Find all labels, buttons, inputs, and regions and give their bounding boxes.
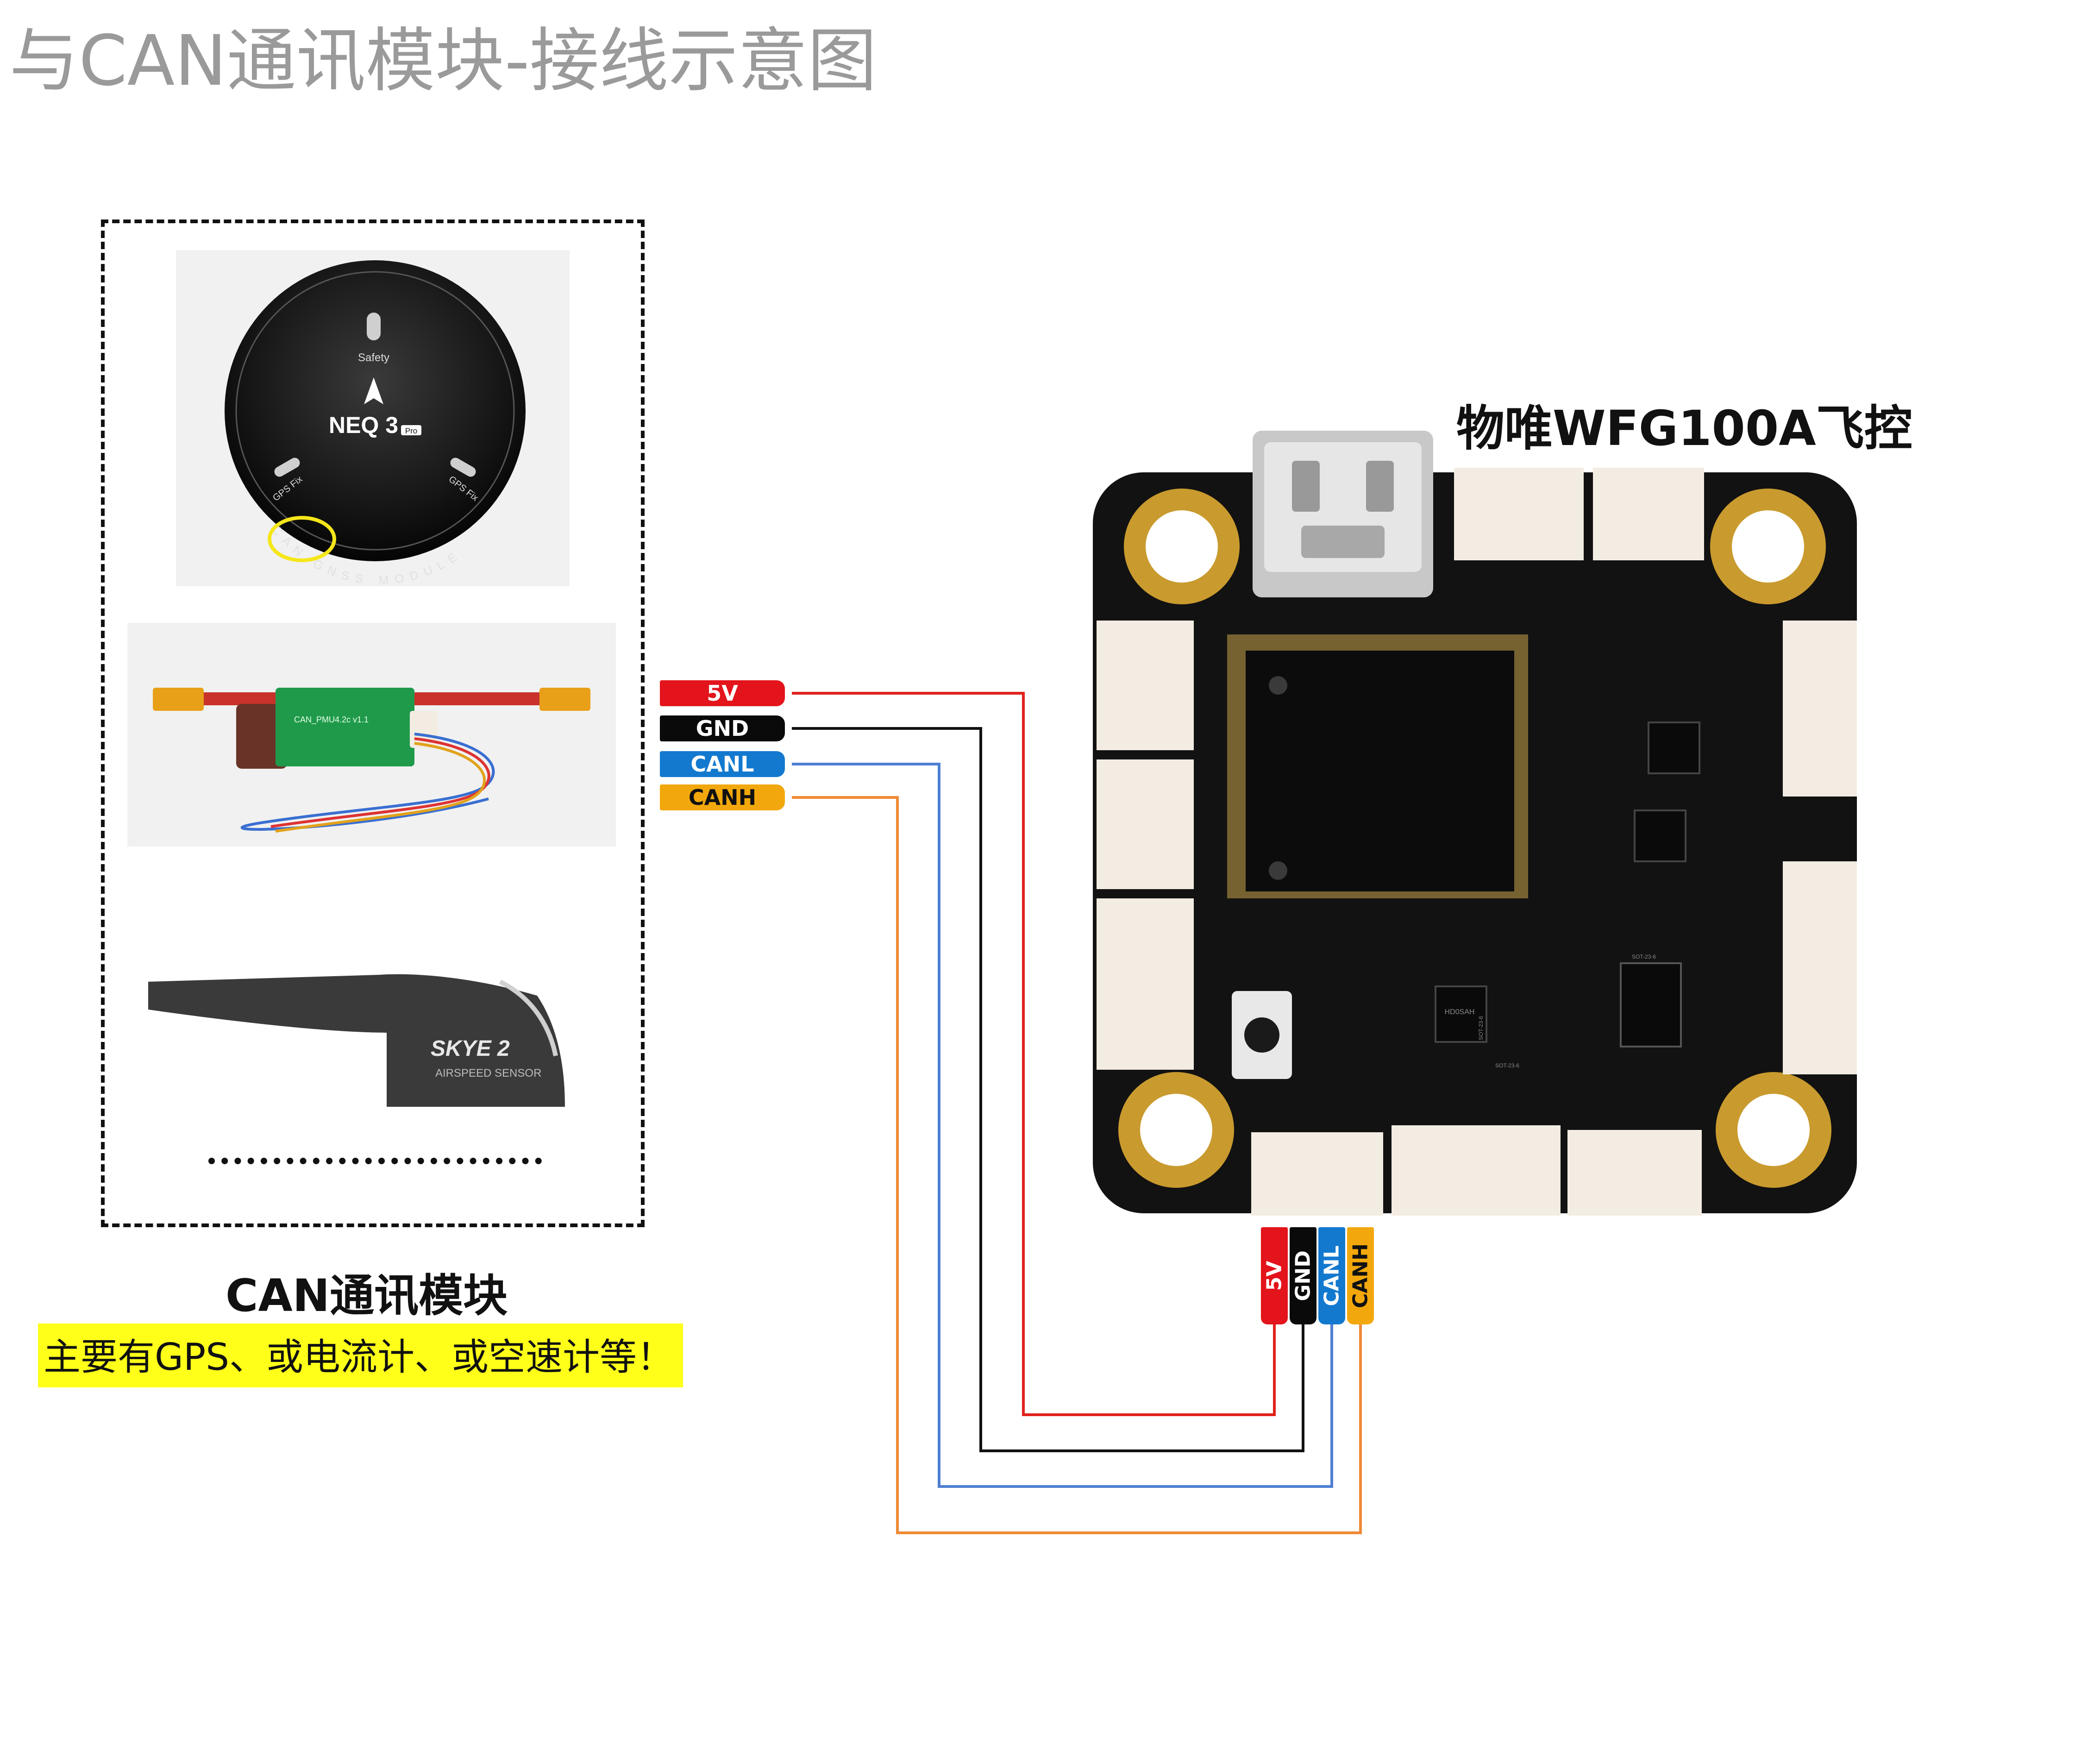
- tag-canl: CANL: [660, 751, 785, 777]
- connector-top-1: [1454, 468, 1584, 560]
- mount-hole-tr: [1710, 489, 1826, 604]
- more-modules-ellipsis: [208, 1158, 542, 1173]
- airspeed-body: [148, 974, 565, 1107]
- module-caption: CAN通讯模块: [226, 1270, 508, 1322]
- vtag-canl: CANL: [1318, 1227, 1345, 1324]
- tag-gnd: GND: [660, 715, 785, 741]
- connector-right-2: [1783, 861, 1857, 1074]
- imu-chip: [1648, 721, 1700, 774]
- safety-led: [367, 313, 381, 340]
- can-module-box: [101, 220, 645, 1227]
- connector-right-1: [1783, 621, 1857, 797]
- vtag-canh: CANH: [1347, 1227, 1374, 1324]
- gps-name-suffix: Pro: [405, 427, 417, 435]
- flight-controller-board: HD0SAH SOT-23-6 SOT-23-6 SOT-23-6: [1093, 431, 1857, 1216]
- connector-bottom-3: [1567, 1130, 1702, 1216]
- mount-hole-tl: [1124, 489, 1240, 604]
- airspeed-subtitle: AIRSPEED SENSOR: [435, 1067, 541, 1079]
- power-module-photo: CAN_PMU4.2c v1.1: [127, 623, 616, 847]
- connector-left-1: [1097, 621, 1194, 750]
- mount-hole-bl: [1118, 1072, 1234, 1188]
- mount-hole-br: [1716, 1072, 1831, 1188]
- connector-bottom-2: [1392, 1125, 1561, 1216]
- tag-5v: 5V: [660, 680, 785, 706]
- airspeed-sensor-photo: SKYE 2 AIRSPEED SENSOR: [139, 949, 602, 1116]
- airspeed-drawing: SKYE 2 AIRSPEED SENSOR: [148, 974, 565, 1107]
- gps-puck-drawing: Safety NEQ 3 Pro GPS Fix GPS Fix CAN GNS…: [225, 260, 526, 587]
- wire-5v: [792, 692, 1276, 1416]
- gps-puck: [225, 260, 526, 561]
- power-module-drawing: CAN_PMU4.2c v1.1: [153, 688, 590, 833]
- connector-top-2: [1593, 468, 1704, 560]
- capacitor: [236, 704, 287, 769]
- connector-left-3: [1097, 898, 1194, 1070]
- reset-button: [1232, 991, 1292, 1079]
- power-pcb: [276, 688, 414, 766]
- xt-connector-left: [153, 688, 204, 711]
- wire-gnd: [792, 727, 1304, 1452]
- hd-chip: [1435, 985, 1487, 1043]
- gps-fix-led-left: [274, 458, 300, 477]
- mcu-chip: [1227, 634, 1528, 898]
- connector-bottom-can: [1251, 1132, 1383, 1216]
- connector-left-2: [1097, 759, 1194, 889]
- vtag-5v: 5V: [1261, 1227, 1288, 1324]
- chip-mark-hd: HD0SAH: [1445, 1008, 1475, 1016]
- regulator-chip: [1620, 962, 1682, 1047]
- vtag-gnd: GND: [1290, 1227, 1316, 1324]
- baro-chip: [1634, 809, 1686, 862]
- xt-connector-right: [539, 688, 590, 711]
- page-title: 与CAN通讯模块-接线示意图: [9, 21, 877, 101]
- wire-canh: [792, 796, 1362, 1534]
- board-label: 物唯WFG100A飞控: [1456, 400, 1912, 457]
- gps-name: NEQ 3: [329, 412, 398, 438]
- gps-fix-led-right: [450, 458, 476, 477]
- chip-mark-2: SOT-23-6: [1632, 953, 1656, 960]
- module-note: 主要有GPS、或电流计、或空速计等！: [38, 1323, 683, 1387]
- chip-mark-3: SOT-23-6: [1495, 1062, 1519, 1069]
- arrow-icon: [364, 377, 383, 404]
- usb-c-port: [1253, 431, 1433, 597]
- safety-label: Safety: [358, 351, 389, 364]
- tag-canh: CANH: [660, 784, 785, 810]
- airspeed-brand: SKYE 2: [431, 1036, 510, 1061]
- chip-mark-1: SOT-23-6: [1478, 1016, 1484, 1040]
- pcb-text: CAN_PMU4.2c v1.1: [294, 715, 369, 725]
- wire-canl: [792, 763, 1333, 1488]
- gps-module-photo: Safety NEQ 3 Pro GPS Fix GPS Fix CAN GNS…: [176, 250, 570, 587]
- can-port-highlight: [268, 516, 336, 562]
